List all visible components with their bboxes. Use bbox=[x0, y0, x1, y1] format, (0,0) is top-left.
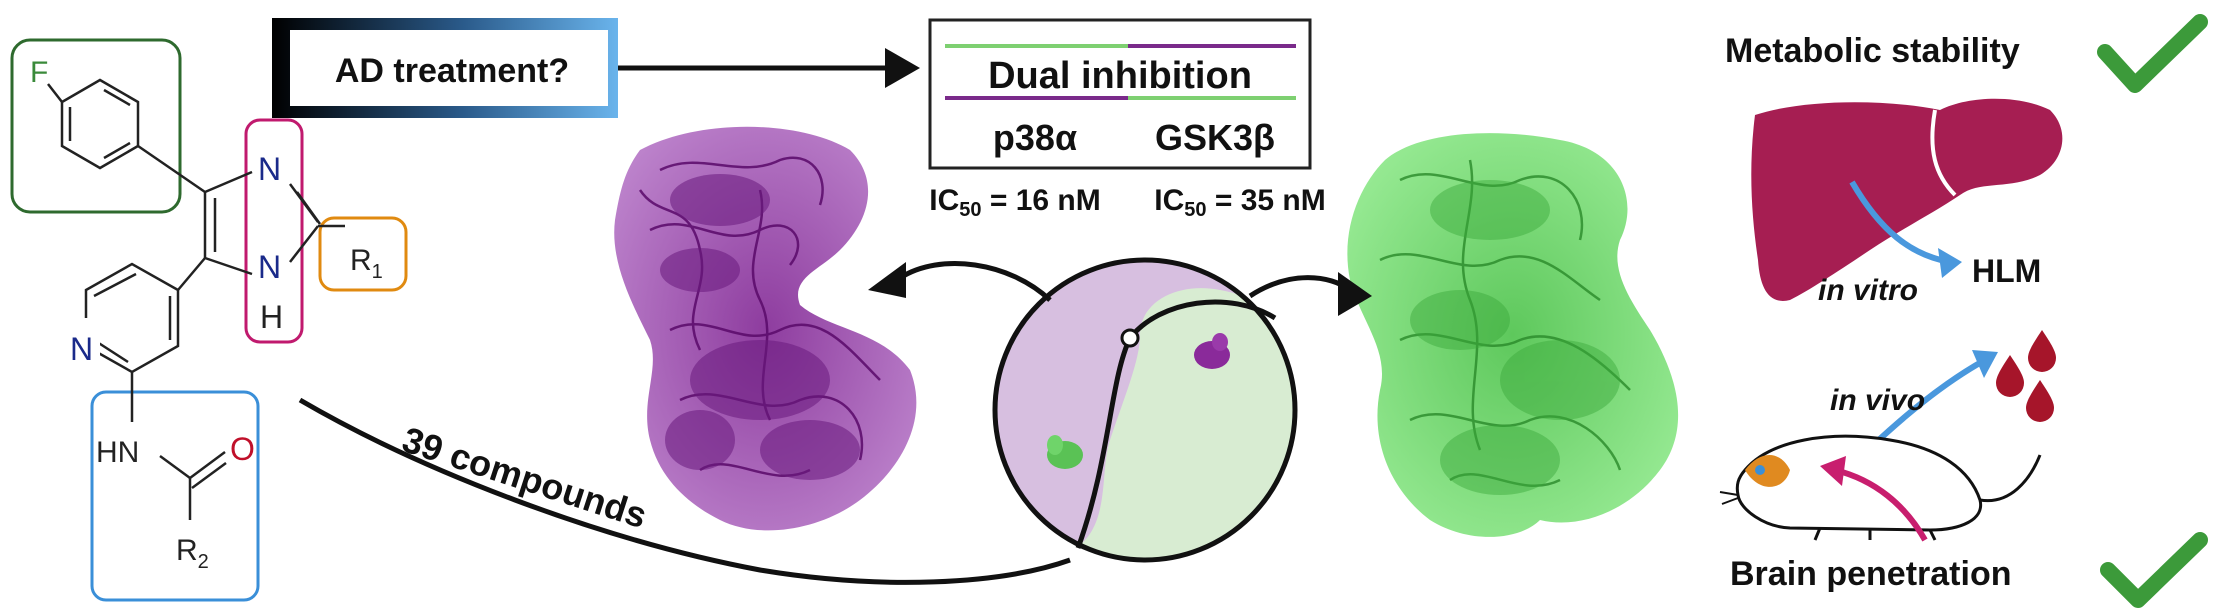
p38-protein-structure bbox=[614, 126, 917, 531]
gsk3b-protein-structure bbox=[1347, 133, 1679, 537]
target-p38: p38α bbox=[993, 117, 1077, 158]
oxygen-label: O bbox=[230, 431, 255, 467]
metabolic-stability-label: Metabolic stability bbox=[1725, 32, 2020, 70]
arrow-to-gsk3b bbox=[1248, 275, 1352, 299]
imidazole-nh-box bbox=[244, 118, 304, 344]
ic50-gsk3b: IC50 = 35 nM bbox=[1154, 184, 1325, 221]
r1-box bbox=[318, 216, 408, 292]
dual-inhibition-box: Dual inhibition p38α GSK3β bbox=[928, 18, 1312, 170]
check-icon-brain bbox=[2100, 532, 2208, 608]
fluorophenyl-box bbox=[10, 38, 182, 214]
question-box-inner bbox=[290, 30, 608, 106]
compounds-curve bbox=[298, 397, 1071, 585]
dual-title: Dual inhibition bbox=[988, 55, 1252, 97]
brain-penetration-label: Brain penetration bbox=[1730, 555, 2011, 593]
arrow-to-p38 bbox=[898, 261, 1052, 302]
blood-drop-icon bbox=[1996, 355, 2024, 397]
liver-icon bbox=[1751, 98, 2063, 301]
hlm-label: HLM bbox=[1972, 253, 2041, 289]
question-text: AD treatment? bbox=[335, 52, 569, 90]
mouse-icon bbox=[1735, 434, 2042, 541]
in-vitro-arrow bbox=[1849, 180, 1951, 265]
nh-label: HN bbox=[96, 436, 139, 469]
imidazole-h: H bbox=[260, 299, 283, 335]
question-group: AD treatment? bbox=[272, 18, 920, 118]
chemical-structure: F N N H R1 N bbox=[10, 38, 408, 602]
ic50-p38: IC50 = 16 nM bbox=[929, 184, 1100, 221]
fluorine-label: F bbox=[30, 56, 48, 89]
imidazole-n-h: N bbox=[258, 249, 281, 285]
amide-bonds bbox=[159, 450, 227, 520]
arrow-to-dual-head bbox=[885, 48, 920, 88]
compounds-label: 39 compounds bbox=[398, 419, 652, 536]
imidazole-n-top: N bbox=[258, 151, 281, 187]
target-gsk3b: GSK3β bbox=[1155, 117, 1275, 158]
imidazole-ring bbox=[203, 170, 345, 276]
amide-box bbox=[90, 390, 260, 602]
brain-arrow bbox=[1834, 467, 1928, 542]
phenyl-ring bbox=[47, 78, 206, 194]
in-vitro-label: in vitro bbox=[1818, 274, 1918, 307]
r2-label: R2 bbox=[176, 534, 209, 573]
blood-drop-icon bbox=[2026, 380, 2054, 422]
blood-drop-icon bbox=[2028, 330, 2056, 372]
pyridine-n: N bbox=[70, 331, 93, 367]
r1-label: R1 bbox=[350, 244, 383, 283]
yin-yang-circle bbox=[992, 257, 1298, 563]
in-vivo-label: in vivo bbox=[1830, 384, 1925, 417]
check-icon-metabolic bbox=[2097, 14, 2208, 93]
right-panel: Metabolic stability in vitro HLM in vivo bbox=[1719, 14, 2208, 608]
pyridine-ring bbox=[84, 257, 206, 422]
